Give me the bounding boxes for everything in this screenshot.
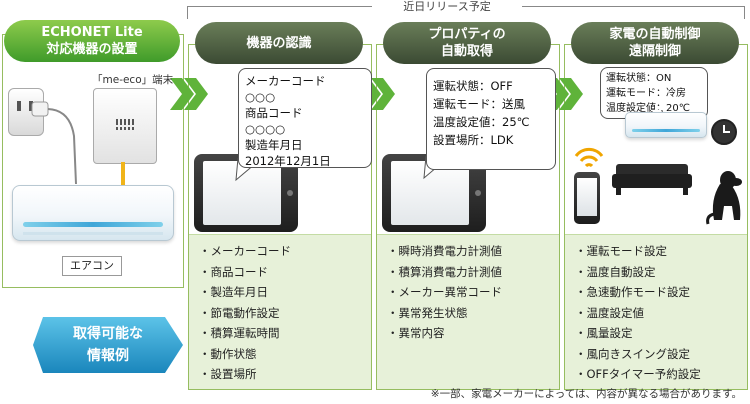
- power-cord-icon: [31, 101, 77, 185]
- callout-line: 2012年12月1日: [245, 154, 331, 168]
- list-item: ・動作状態: [199, 346, 257, 361]
- list-item: ・運転モード設定: [575, 244, 667, 258]
- callout-line: 運転モード：送風: [433, 97, 525, 111]
- me-eco-device-icon: [93, 88, 157, 164]
- air-conditioner-icon: [625, 112, 707, 138]
- step-title-line1: プロパティの: [428, 27, 506, 42]
- callout-line: 製造年月日: [245, 138, 303, 152]
- sofa-icon: [612, 164, 692, 195]
- list-item: ・風向きスイング設定: [575, 346, 690, 361]
- list-item: ・商品コード: [199, 264, 268, 279]
- callout-line: 商品コード: [245, 106, 303, 120]
- chevron-right-icon: [170, 78, 208, 110]
- air-conditioner-icon: [12, 185, 174, 241]
- dog-icon: [706, 171, 742, 225]
- list-item: ・積算消費電力計測値: [387, 264, 502, 279]
- step-header-properties: プロパティの 自動取得: [383, 22, 551, 64]
- info-example-badge: 取得可能な 情報例: [33, 317, 183, 373]
- step-title-line1: 機器の認識: [246, 35, 312, 51]
- badge-line1: 取得可能な: [73, 326, 143, 342]
- list-item: ・急速動作モード設定: [575, 285, 690, 299]
- callout-line: ○○○: [245, 90, 276, 104]
- info-list-control: ・運転モード設定 ・温度自動設定 ・急速動作モード設定 ・温度設定値 ・風量設定…: [565, 234, 747, 389]
- clock-icon: [711, 119, 737, 145]
- step-header-recognition: 機器の認識: [195, 22, 363, 64]
- list-item: ・製造年月日: [199, 285, 268, 299]
- info-list-recognition: ・メーカーコード ・商品コード ・製造年月日 ・節電動作設定 ・積算運転時間 ・…: [189, 234, 371, 389]
- cable-icon: [121, 162, 125, 188]
- list-item: ・メーカーコード: [199, 244, 291, 258]
- aircon-label: エアコン: [62, 256, 122, 276]
- list-item: ・風量設定: [575, 326, 633, 340]
- footnote: ※一部、家電メーカーによっては、内容が異なる場合があります。: [430, 388, 742, 400]
- callout-line: ○○○○: [245, 122, 286, 136]
- list-item: ・瞬時消費電力計測値: [387, 244, 502, 258]
- control-callout: 運転状態：ON 運転モード：冷房 温度設定値：20℃: [600, 67, 708, 119]
- callout-line: 温度設定値：25℃: [433, 115, 530, 129]
- list-item: ・温度設定値: [575, 305, 644, 320]
- info-list-properties: ・瞬時消費電力計測値 ・積算消費電力計測値 ・メーカー異常コード ・異常発生状態…: [377, 234, 559, 389]
- callout-line: 運転状態：OFF: [433, 79, 513, 93]
- list-item: ・温度自動設定: [575, 264, 656, 279]
- callout-line: 設置場所：LDK: [433, 133, 514, 147]
- step-title-line1: 家電の自動制御: [609, 27, 701, 42]
- step-title-line2: 対応機器の設置: [46, 42, 138, 57]
- wifi-icon: [574, 147, 604, 168]
- list-item: ・積算運転時間: [199, 326, 280, 340]
- callout-line: 運転モード：冷房: [606, 88, 686, 99]
- badge-line2: 情報例: [87, 348, 129, 364]
- list-item: ・異常発生状態: [387, 305, 468, 320]
- list-item: ・設置場所: [199, 367, 257, 381]
- coming-soon-label: 近日リリース予定: [372, 0, 522, 14]
- step-title-line2: 遠隔制御: [628, 44, 681, 59]
- step-header-setup: ECHONET Lite 対応機器の設置: [4, 20, 180, 62]
- recognition-callout: メーカーコード ○○○ 商品コード ○○○○ 製造年月日 2012年12月1日: [238, 68, 372, 168]
- callout-line: メーカーコード: [245, 74, 326, 88]
- callout-line: 温度設定値：20℃: [606, 103, 690, 114]
- step-header-control: 家電の自動制御 遠隔制御: [571, 22, 739, 64]
- list-item: ・節電動作設定: [199, 305, 280, 320]
- callout-line: 運転状態：ON: [606, 73, 672, 84]
- properties-callout: 運転状態：OFF 運転モード：送風 温度設定値：25℃ 設置場所：LDK: [426, 68, 556, 170]
- step-title-line2: 自動取得: [440, 44, 493, 59]
- smartphone-icon: [574, 172, 600, 224]
- device-label: 「me-eco」端末: [92, 74, 174, 86]
- step-title-line1: ECHONET Lite: [41, 25, 143, 40]
- list-item: ・異常内容: [387, 326, 445, 340]
- list-item: ・メーカー異常コード: [387, 285, 502, 299]
- list-item: ・OFFタイマー予約設定: [575, 367, 701, 381]
